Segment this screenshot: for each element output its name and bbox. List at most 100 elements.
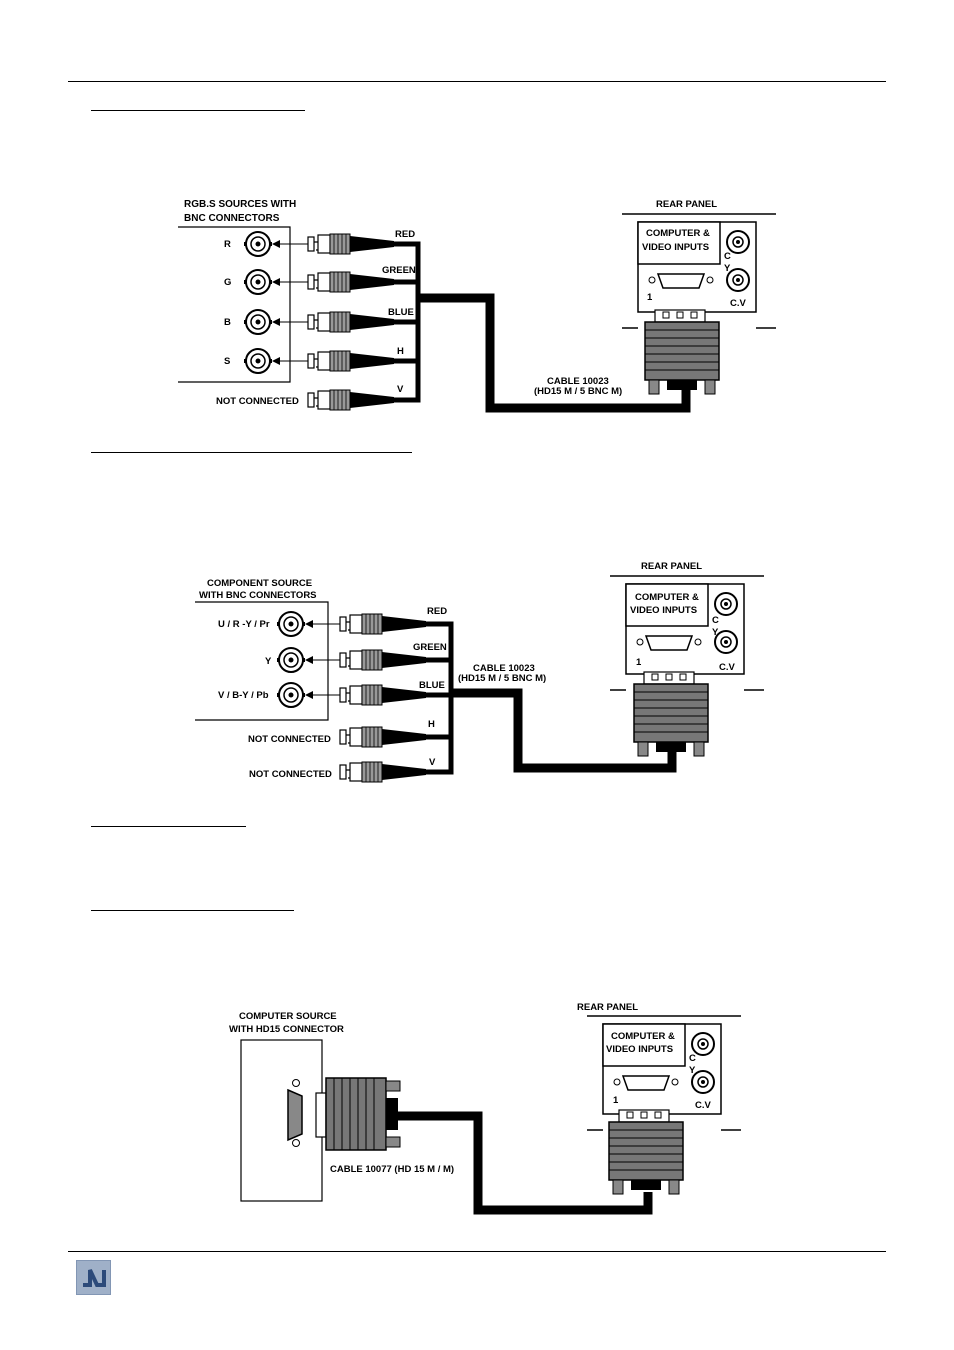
bnc-wire-bundle: [426, 621, 454, 775]
source-title-line-2: WITH BNC CONNECTORS: [199, 590, 317, 601]
cable-label: CABLE 10077 (HD 15 M / M): [330, 1164, 454, 1175]
hd15-socket-icon: [287, 1079, 303, 1147]
input-row-h-unconnected: NOT CONNECTED: [248, 726, 427, 748]
bnc-socket-icon: [243, 269, 273, 295]
port-1-label: 1: [647, 292, 653, 303]
source-device-outline: [178, 226, 291, 383]
source-title-line-1: RGB.S SOURCES WITH: [184, 199, 296, 210]
panel-text-line-2: VIDEO INPUTS: [606, 1044, 673, 1055]
wire-label-h: H: [397, 346, 404, 357]
wire-label-red: RED: [427, 606, 447, 617]
rear-panel-label: REAR PANEL: [656, 199, 717, 210]
port-cv-label: C.V: [719, 662, 736, 673]
wire-label-v: V: [429, 757, 436, 768]
rear-panel-label: REAR PANEL: [641, 561, 702, 572]
input-label: V / B-Y / Pb: [218, 690, 269, 701]
wire-label-red: RED: [395, 229, 415, 240]
hd15-plug-icon: [633, 671, 709, 757]
wire-label-green: GREEN: [413, 642, 447, 653]
not-connected-label: NOT CONNECTED: [216, 396, 299, 407]
input-row-v-unconnected: NOT CONNECTED: [249, 761, 427, 783]
wire-label-blue: BLUE: [388, 307, 414, 318]
company-logo-icon: [76, 1260, 111, 1295]
input-row-pr: U / R -Y / Pr: [218, 611, 427, 637]
panel-text-line-1: COMPUTER &: [646, 228, 710, 239]
panel-text-line-2: VIDEO INPUTS: [642, 242, 709, 253]
source-title-line-2: BNC CONNECTORS: [184, 213, 280, 224]
cable-label-line-2: (HD15 M / 5 BNC M): [534, 386, 622, 397]
input-row-r: R: [224, 231, 395, 257]
wire-label-green: GREEN: [382, 265, 416, 276]
input-label: G: [224, 277, 231, 288]
port-c-label: C: [689, 1053, 696, 1064]
panel-text-line-2: VIDEO INPUTS: [630, 605, 697, 616]
source-device-outline: [195, 601, 329, 721]
bnc-plug-icon: [307, 350, 395, 372]
section-heading-1-underline: [91, 110, 305, 111]
port-y-label: Y: [689, 1065, 696, 1076]
input-row-g: G: [224, 269, 395, 295]
bnc-socket-icon: [276, 682, 306, 708]
bnc-wire-bundle: [394, 241, 421, 403]
cable-10077-line: [398, 1111, 653, 1215]
hd15-plug-icon: [608, 1109, 684, 1195]
section-heading-3-underline: [91, 826, 246, 827]
input-row-b: B: [224, 309, 395, 335]
input-row-s: S: [224, 348, 395, 374]
bnc-plug-icon: [339, 726, 427, 748]
computer-source-box: [240, 1039, 323, 1202]
section-heading-4-underline: [91, 910, 294, 911]
not-connected-label: NOT CONNECTED: [248, 734, 331, 745]
panel-text-line-1: COMPUTER &: [635, 592, 699, 603]
input-row-v-unconnected: NOT CONNECTED: [216, 389, 395, 411]
input-label: U / R -Y / Pr: [218, 619, 270, 630]
wire-label-blue: BLUE: [419, 680, 445, 691]
cable-10023-line: [451, 688, 677, 773]
hd15-plug-icon: [315, 1077, 401, 1151]
not-connected-label: NOT CONNECTED: [249, 769, 332, 780]
port-y-label: Y: [712, 627, 719, 638]
input-row-pb: V / B-Y / Pb: [218, 682, 427, 708]
bnc-plug-icon: [339, 649, 427, 671]
diagram-computer-hd15-to-computer-input: COMPUTER SOURCE WITH HD15 CONNECTOR CABL…: [229, 1002, 742, 1215]
bnc-plug-icon: [307, 311, 395, 333]
rear-panel-label: REAR PANEL: [577, 1002, 638, 1013]
input-label: R: [224, 239, 231, 250]
bnc-socket-icon: [276, 647, 306, 673]
bnc-socket-icon: [243, 348, 273, 374]
bnc-socket-icon: [243, 231, 273, 257]
cable-10023-line: [418, 293, 691, 413]
footer-rule: [68, 1251, 886, 1252]
cable-label-line-1: CABLE 10023: [473, 663, 535, 674]
port-1-label: 1: [613, 1095, 619, 1106]
port-cv-label: C.V: [730, 298, 747, 309]
port-c-label: C: [712, 615, 719, 626]
cable-label-line-2: (HD15 M / 5 BNC M): [458, 673, 546, 684]
bnc-socket-icon: [243, 309, 273, 335]
section-heading-2-underline: [91, 452, 412, 453]
bnc-plug-icon: [339, 684, 427, 706]
wire-label-h: H: [428, 719, 435, 730]
input-label: S: [224, 356, 230, 367]
port-cv-label: C.V: [695, 1100, 712, 1111]
diagram-rgbs-to-computer-input: RGB.S SOURCES WITH BNC CONNECTORS R G B …: [178, 199, 777, 413]
source-title-line-2: WITH HD15 CONNECTOR: [229, 1024, 344, 1035]
port-y-label: Y: [724, 263, 731, 274]
header-rule: [68, 81, 886, 82]
input-row-y: Y: [265, 647, 427, 673]
bnc-plug-icon: [339, 613, 427, 635]
bnc-socket-icon: [276, 611, 306, 637]
bnc-plug-icon: [307, 233, 395, 255]
wire-label-v: V: [397, 384, 404, 395]
panel-text-line-1: COMPUTER &: [611, 1031, 675, 1042]
diagram-component-to-computer-input: COMPONENT SOURCE WITH BNC CONNECTORS U /…: [195, 561, 765, 783]
input-label: Y: [265, 656, 272, 667]
bnc-plug-icon: [307, 389, 395, 411]
input-label: B: [224, 317, 231, 328]
hd15-plug-icon: [644, 309, 720, 395]
bnc-plug-icon: [339, 761, 427, 783]
cable-label-line-1: CABLE 10023: [547, 376, 609, 387]
source-title-line-1: COMPONENT SOURCE: [207, 578, 312, 589]
source-title-line-1: COMPUTER SOURCE: [239, 1011, 337, 1022]
